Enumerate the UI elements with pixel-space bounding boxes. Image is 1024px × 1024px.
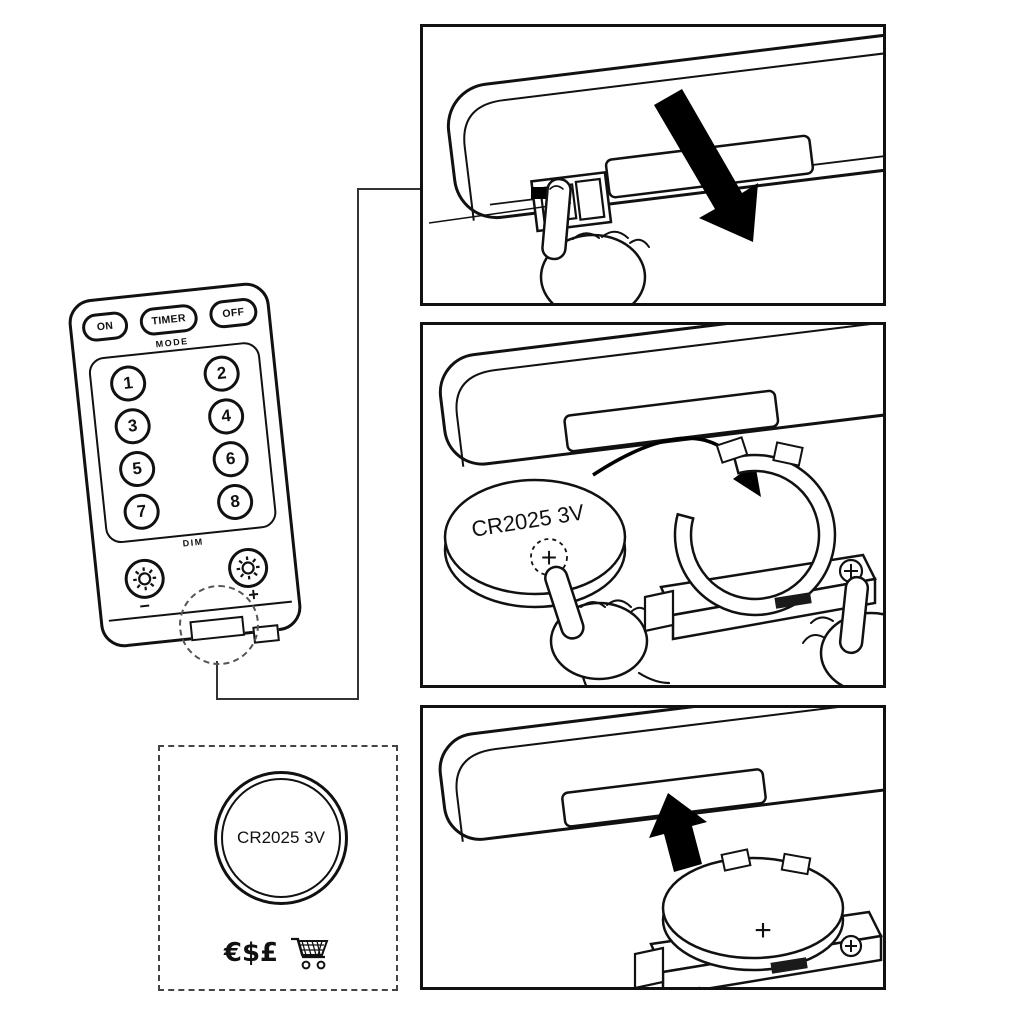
- battery-clip-ring: [673, 453, 837, 617]
- shopping-cart-icon: [291, 937, 329, 970]
- remote-digit-button: 8: [215, 482, 255, 522]
- pointing-hand-icon: [544, 565, 671, 685]
- remote-timer-button: TIMER: [138, 302, 200, 337]
- purchase-row: €$£: [160, 933, 396, 973]
- tray-marking: [774, 592, 812, 609]
- remote-digit-button: 1: [108, 363, 148, 404]
- remote-brightness-up-button: [226, 545, 271, 590]
- remote-off-button: OFF: [208, 296, 259, 330]
- tray-marking: [770, 957, 808, 974]
- device-corner: [438, 325, 883, 467]
- push-in-arrow-icon: [649, 793, 707, 872]
- coin-battery-icon: CR2025 3V +: [443, 478, 627, 609]
- step-1-panel: [420, 24, 886, 306]
- battery-polarity-text: +: [754, 914, 772, 947]
- sun-icon: [236, 556, 260, 580]
- tray-latch: [574, 177, 606, 221]
- battery-model-label: CR2025 3V: [221, 778, 341, 898]
- remote-brightness-down-button: [122, 556, 167, 601]
- device-corner: [438, 708, 883, 842]
- battery-compartment-highlight: [179, 585, 259, 665]
- step-3-panel: +: [420, 705, 886, 990]
- remote-digit-button: 6: [210, 439, 251, 479]
- remote-digit-button: 5: [117, 449, 157, 489]
- pointing-hand-icon: [802, 575, 883, 685]
- pull-out-arrow-icon: [654, 89, 758, 242]
- device-corner: [446, 27, 883, 233]
- remote-on-button: ON: [80, 310, 130, 343]
- remote-digit-button: 2: [201, 353, 242, 394]
- minus-sign: −: [138, 595, 152, 617]
- battery-tray-icon: [643, 436, 877, 641]
- battery-tray-with-battery-icon: +: [633, 848, 883, 987]
- coin-battery-icon: CR2025 3V: [214, 771, 348, 905]
- sun-icon: [133, 567, 157, 591]
- remote-digit-button: 7: [121, 492, 162, 532]
- remote-digit-button: 3: [112, 406, 153, 447]
- remote-keypad: 1 2 3 4 5 6 7 8: [87, 340, 278, 545]
- currency-symbols: €$£: [223, 938, 279, 968]
- battery-purchase-box: CR2025 3V €$£: [158, 745, 398, 991]
- remote-control-illustration: ON TIMER OFF MODE 1 2 3 4 5 6 7 8 DIM: [66, 280, 304, 650]
- battery-polarity-text: +: [541, 542, 557, 573]
- step-2-panel: CR2025 3V +: [420, 322, 886, 688]
- polarity-plus-icon: [839, 934, 863, 958]
- pointing-hand-icon: [539, 177, 650, 303]
- remote-digit-button: 4: [206, 396, 246, 437]
